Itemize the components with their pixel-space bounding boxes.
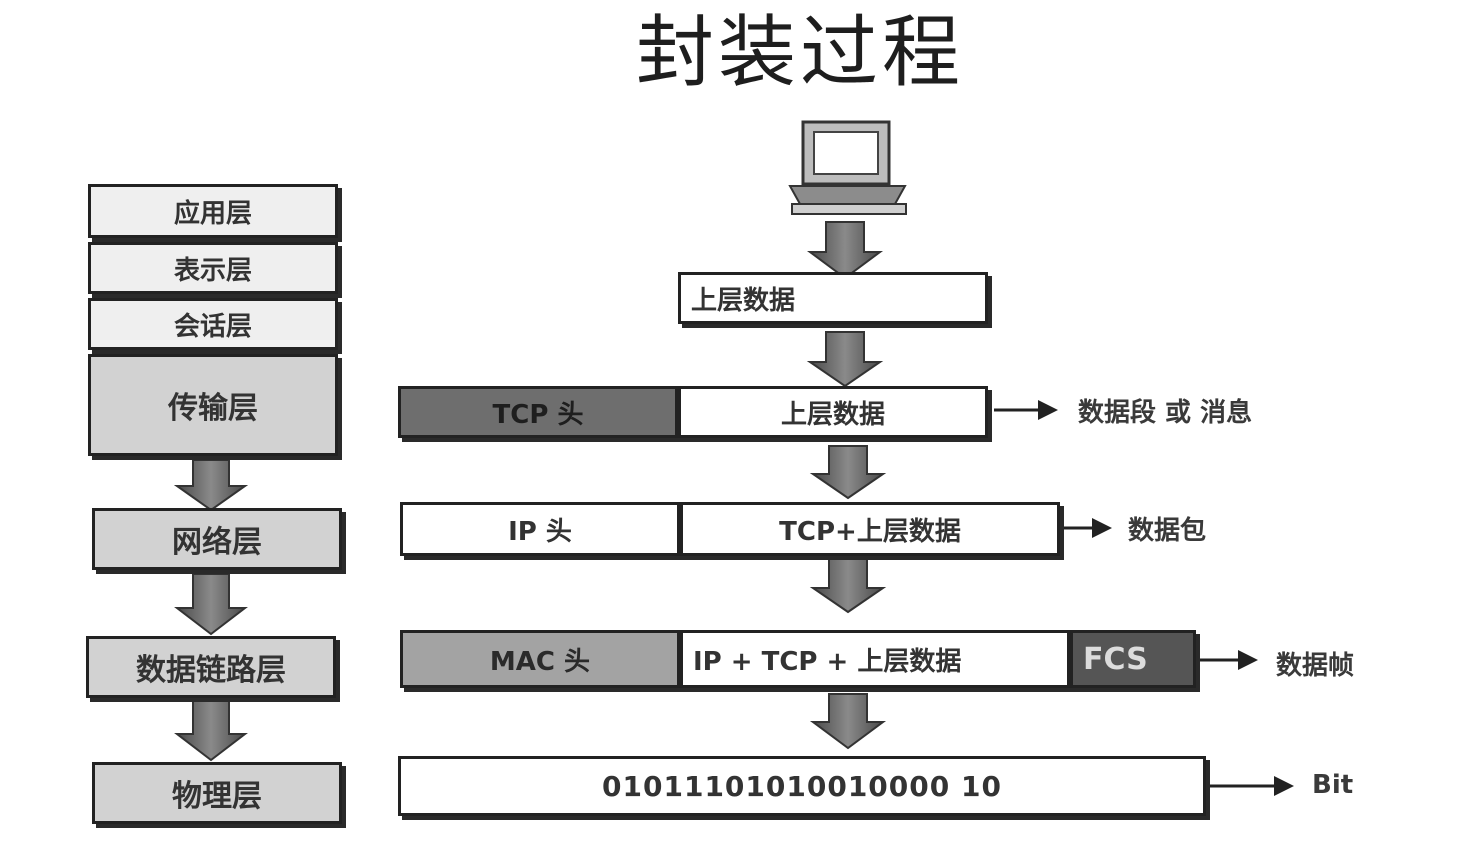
- mac-header: MAC 头: [400, 630, 680, 688]
- down-arrow-icon: [173, 459, 249, 512]
- down-arrow-icon: [806, 331, 884, 388]
- osi-layer-application: 应用层: [88, 184, 338, 238]
- down-arrow-icon: [809, 445, 887, 500]
- fcs-trailer: FCS: [1070, 630, 1196, 688]
- physical-bits: 01011101010010000 10: [398, 756, 1206, 816]
- ip-header: IP 头: [400, 502, 680, 556]
- right-arrow-icon: [994, 400, 1058, 420]
- down-arrow-icon: [809, 557, 887, 614]
- right-arrow-icon: [1210, 776, 1294, 796]
- transport-data: 上层数据: [678, 386, 988, 438]
- network-data: TCP+上层数据: [680, 502, 1060, 556]
- down-arrow-icon: [174, 699, 248, 762]
- osi-layer-presentation: 表示层: [88, 242, 338, 294]
- frame-pdu-label: 数据帧: [1276, 651, 1355, 681]
- page-title: 封装过程: [635, 8, 964, 98]
- bit-pdu-label: Bit: [1312, 770, 1354, 800]
- computer-icon: [788, 120, 907, 215]
- right-arrow-icon: [1064, 518, 1112, 538]
- upper-data-block: 上层数据: [678, 272, 988, 324]
- datalink-data: IP + TCP + 上层数据: [680, 630, 1070, 688]
- packet-pdu-label: 数据包: [1128, 516, 1207, 546]
- osi-layer-physical: 物理层: [92, 762, 342, 824]
- tcp-header: TCP 头: [398, 386, 678, 438]
- osi-layer-datalink: 数据链路层: [86, 636, 336, 698]
- osi-layer-session: 会话层: [88, 298, 338, 350]
- down-arrow-icon: [174, 573, 248, 636]
- down-arrow-icon: [806, 221, 884, 280]
- osi-layer-transport: 传输层: [88, 354, 338, 456]
- right-arrow-icon: [1200, 650, 1258, 670]
- segment-pdu-label: 数据段 或 消息: [1078, 398, 1253, 428]
- osi-layer-network: 网络层: [92, 508, 342, 570]
- down-arrow-icon: [809, 693, 887, 750]
